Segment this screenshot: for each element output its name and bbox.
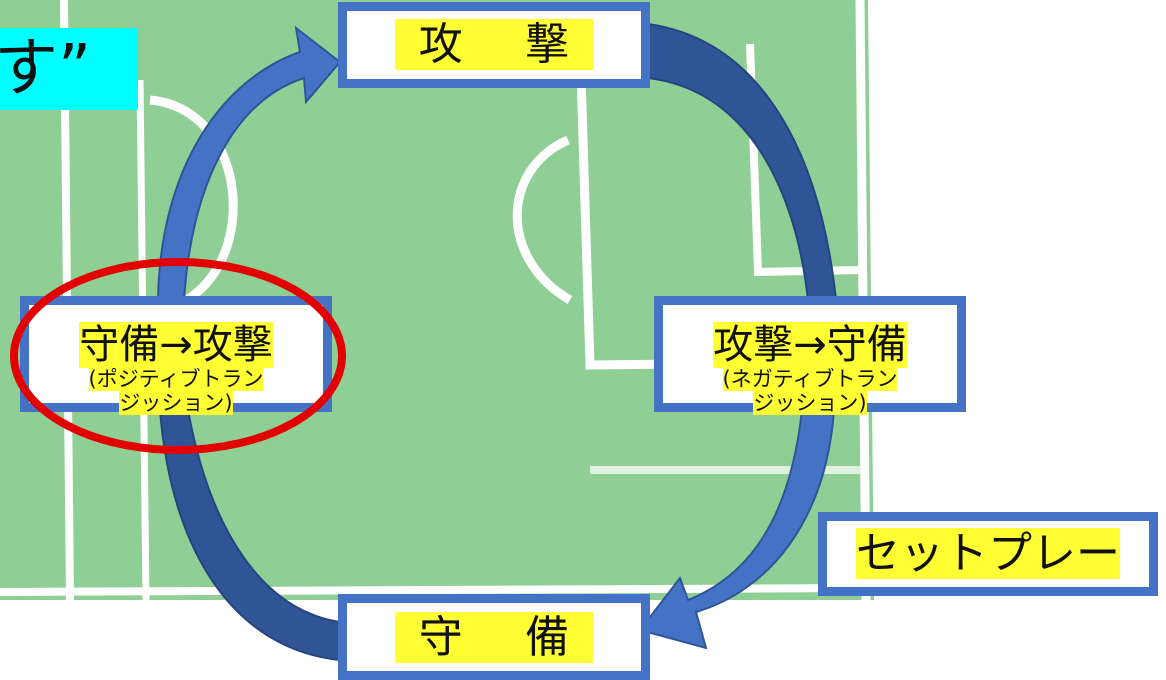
title-fragment: す” bbox=[0, 32, 92, 106]
negative-transition-sub-1: (ネガティブトラン bbox=[722, 367, 898, 391]
positive-transition-box: 守備→攻撃 (ポジティブトラン ジッション) bbox=[20, 296, 332, 415]
title-banner: す” bbox=[0, 28, 138, 110]
set-play-box: セットプレー bbox=[818, 512, 1158, 596]
set-play-label: セットプレー bbox=[856, 528, 1120, 579]
defense-label: 守 備 bbox=[394, 612, 594, 663]
negative-transition-box: 攻撃→守備 (ネガティブトラン ジッション) bbox=[654, 296, 966, 415]
negative-transition-sub-2: ジッション) bbox=[753, 391, 867, 415]
positive-transition-label: 守備→攻撃 bbox=[79, 322, 273, 368]
attack-box: 攻 撃 bbox=[338, 2, 650, 88]
defense-box: 守 備 bbox=[338, 594, 650, 680]
pitch-penalty-arc bbox=[512, 135, 573, 304]
positive-transition-sub-1: (ポジティブトラン bbox=[88, 367, 264, 391]
positive-transition-sub-2: ジッション) bbox=[119, 391, 233, 415]
attack-label: 攻 撃 bbox=[394, 19, 594, 70]
negative-transition-label: 攻撃→守備 bbox=[713, 322, 907, 368]
